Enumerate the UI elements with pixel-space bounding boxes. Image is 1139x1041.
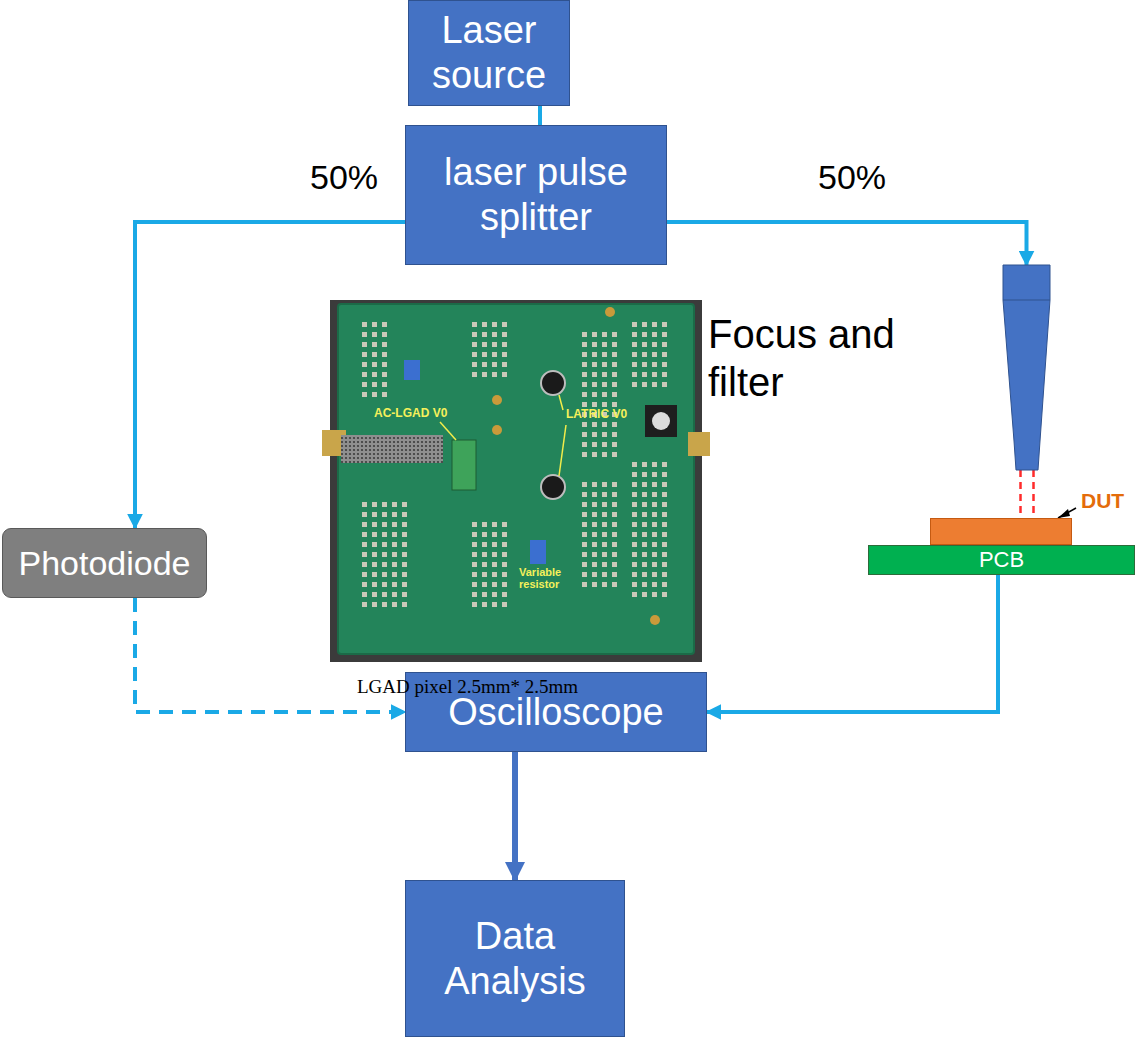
sma-connector xyxy=(688,432,710,456)
test-point xyxy=(605,307,615,317)
component-pads xyxy=(630,460,670,600)
edge-label: 50% xyxy=(818,158,886,197)
potentiometer xyxy=(530,540,546,564)
component-pads xyxy=(470,320,510,380)
connector xyxy=(135,222,405,528)
connector-line xyxy=(1032,470,1035,518)
connector-line xyxy=(135,222,405,528)
pin-header xyxy=(341,435,443,463)
node-heading: DUT xyxy=(1081,488,1137,513)
objective-lens: Focus and filter xyxy=(1003,265,1050,470)
node-text: PCB xyxy=(979,547,1024,573)
latric-chip xyxy=(541,475,565,499)
component-pads xyxy=(580,330,620,460)
process-box: Laser source xyxy=(408,0,570,106)
component-pads xyxy=(580,480,620,590)
callout-arrowhead xyxy=(1058,509,1070,518)
detector-box: Photodiode xyxy=(2,528,207,598)
circuit-board xyxy=(338,304,694,654)
edge-label: 50% xyxy=(310,158,378,197)
leader-line xyxy=(559,395,563,410)
node-text: Laser source xyxy=(416,8,562,98)
lens-seam xyxy=(1003,300,1050,301)
process-box: laser pulse splitter xyxy=(405,125,667,265)
component-pads xyxy=(360,320,390,400)
photo-caption: LGAD pixel 2.5mm* 2.5mm xyxy=(357,677,578,698)
leader-line xyxy=(559,425,566,476)
socket xyxy=(645,405,677,437)
photo-background xyxy=(330,300,702,662)
node-text: laser pulse splitter xyxy=(413,150,659,240)
pcb-block: PCB xyxy=(868,545,1135,575)
connector xyxy=(707,575,998,712)
connector xyxy=(515,752,516,880)
lens-body xyxy=(1003,265,1050,470)
test-point xyxy=(492,425,502,435)
part-label: AC-LGAD V0 xyxy=(374,407,447,420)
lens-outline xyxy=(1003,265,1050,470)
node-text: Photodiode xyxy=(18,543,190,583)
ac-lgad-chip xyxy=(452,440,476,490)
connector xyxy=(667,222,1027,265)
connector-line xyxy=(538,106,542,125)
potentiometer xyxy=(404,360,420,380)
test-point xyxy=(492,395,502,405)
component-pads xyxy=(630,320,670,390)
connector xyxy=(1021,470,1034,518)
connector-line xyxy=(707,575,998,712)
part-label: LATRIC V0 xyxy=(566,408,627,421)
connector-line xyxy=(512,752,518,880)
leader-line xyxy=(440,422,456,440)
board-edge xyxy=(338,304,694,654)
part-label: Variable resistor xyxy=(519,566,577,590)
dut-block: DUT xyxy=(930,518,1072,545)
latric-chip xyxy=(541,371,565,395)
connector-line xyxy=(667,222,1027,265)
node-text: Data Analysis xyxy=(413,914,617,1004)
connector xyxy=(540,106,541,125)
node-heading: Focus and filter xyxy=(708,310,958,406)
test-point xyxy=(650,615,660,625)
component-pads xyxy=(360,500,410,610)
process-box: Data Analysis xyxy=(405,880,625,1037)
connector-line xyxy=(1019,470,1022,518)
socket-window xyxy=(652,412,670,430)
component-pads xyxy=(470,520,510,610)
callout-line xyxy=(1058,508,1076,518)
